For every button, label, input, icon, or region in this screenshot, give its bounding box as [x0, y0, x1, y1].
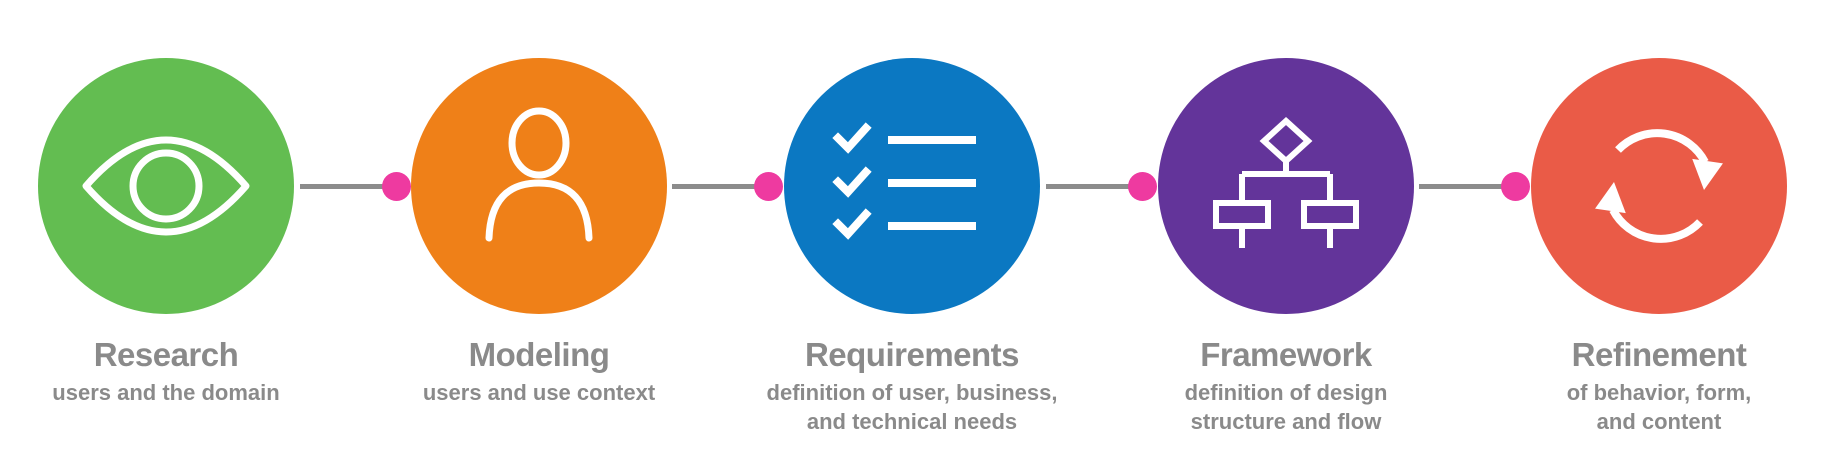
- step-title: Requirements: [804, 336, 1020, 373]
- refresh-cycle-icon: [1595, 129, 1723, 243]
- step-description-line-1: users and use context: [422, 380, 656, 405]
- step-description-line-2: structure and flow: [1190, 409, 1382, 434]
- step-label-requirements: Requirements definition of user, busines…: [742, 334, 1082, 436]
- step-description-line-2: and content: [1596, 409, 1722, 434]
- step-description-line-1: definition of design: [1184, 380, 1388, 405]
- step-circle-research: [38, 58, 294, 314]
- connector-dot-3: [1128, 172, 1157, 201]
- step-circle-framework: [1158, 58, 1414, 314]
- step-label-refinement: Refinement of behavior, form, and conten…: [1489, 334, 1826, 436]
- step-label-research: Research users and the domain: [0, 334, 336, 407]
- connector-dot-2: [754, 172, 783, 201]
- step-circle-modeling: [411, 58, 667, 314]
- step-description-line-2: and technical needs: [806, 409, 1018, 434]
- person-icon: [485, 107, 593, 242]
- checklist-icon: [832, 122, 976, 240]
- step-label-framework: Framework definition of design structure…: [1116, 334, 1456, 436]
- connector-dot-1: [382, 172, 411, 201]
- step-description-line-1: of behavior, form,: [1566, 380, 1752, 405]
- connector-dot-4: [1501, 172, 1530, 201]
- step-title: Modeling: [468, 336, 610, 373]
- step-description-line-1: users and the domain: [52, 380, 280, 405]
- step-title: Framework: [1200, 336, 1372, 373]
- step-description-line-1: definition of user, business,: [766, 380, 1058, 405]
- flowchart-icon: [1213, 116, 1359, 248]
- step-circle-refinement: [1531, 58, 1787, 314]
- step-title: Research: [93, 336, 239, 373]
- step-title: Refinement: [1571, 336, 1747, 373]
- connector-line-2: [672, 184, 768, 189]
- connector-line-3: [1046, 184, 1142, 189]
- step-label-modeling: Modeling users and use context: [369, 334, 709, 407]
- connector-line-1: [300, 184, 395, 189]
- eye-icon: [82, 136, 250, 236]
- connector-line-4: [1419, 184, 1515, 189]
- step-circle-requirements: [784, 58, 1040, 314]
